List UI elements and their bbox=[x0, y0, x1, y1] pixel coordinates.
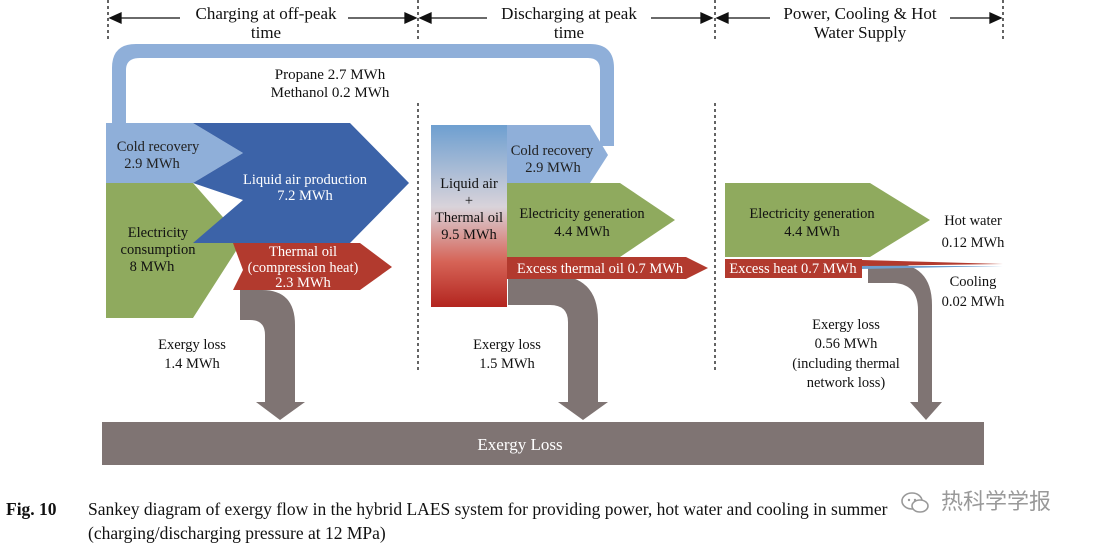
cold-recovery-discharging-value: 2.9 MWh bbox=[525, 160, 581, 176]
excess-thermal-oil-flow bbox=[507, 257, 708, 279]
hot-water-label: Hot water bbox=[944, 213, 1002, 229]
excess-heat-flow bbox=[725, 259, 862, 278]
section-title-charging-2: time bbox=[251, 23, 281, 42]
caption-text: Sankey diagram of exergy flow in the hyb… bbox=[88, 499, 888, 519]
exergy-loss-supply-label-3: (including thermal bbox=[792, 356, 900, 372]
propane-label: Propane 2.7 MWh bbox=[275, 67, 386, 83]
storage-label-2: Thermal oil bbox=[435, 210, 503, 226]
storage-label-1: Liquid air bbox=[440, 176, 498, 192]
loss-pipe-charging bbox=[240, 290, 305, 420]
watermark: 热科学学报 bbox=[900, 484, 1051, 516]
cold-recovery-discharging-label: Cold recovery bbox=[511, 143, 594, 159]
loss-pipe-discharging bbox=[508, 275, 608, 420]
electricity-consumption-value: 8 MWh bbox=[130, 259, 175, 275]
figure-caption: Fig. 10 Sankey diagram of exergy flow in… bbox=[6, 497, 1111, 545]
section-dividers bbox=[107, 0, 1004, 372]
watermark-text: 热科学学报 bbox=[941, 490, 1052, 515]
caption-text-line2: (charging/discharging pressure at 12 MPa… bbox=[88, 523, 386, 543]
methanol-label: Methanol 0.2 MWh bbox=[271, 85, 390, 101]
exergy-loss-charging-value: 1.4 MWh bbox=[164, 356, 220, 372]
exergy-loss-discharging-label: Exergy loss bbox=[473, 337, 541, 353]
section-title-discharging-2: time bbox=[554, 23, 584, 42]
electricity-generation-supply-label: Electricity generation bbox=[749, 206, 875, 222]
exergy-loss-bar bbox=[102, 422, 984, 465]
electricity-generation-flow-supply bbox=[725, 183, 930, 257]
electricity-generation-discharging-value: 4.4 MWh bbox=[554, 224, 610, 240]
cold-recovery-flow-charging bbox=[106, 123, 243, 183]
section-title-charging-1: Charging at off-peak bbox=[196, 4, 337, 23]
exergy-loss-charging-label: Exergy loss bbox=[158, 337, 226, 353]
cold-recovery-charging-value: 2.9 MWh bbox=[124, 156, 180, 172]
loss-pipe-supply bbox=[868, 263, 942, 420]
cooling-label: Cooling bbox=[950, 274, 997, 290]
exergy-loss-bar-label: Exergy Loss bbox=[477, 435, 562, 454]
excess-heat-label: Excess heat 0.7 MWh bbox=[729, 261, 857, 277]
exergy-loss-supply-label-1: Exergy loss bbox=[812, 317, 880, 333]
cooling-stream bbox=[862, 266, 1003, 269]
electricity-consumption-label-1: Electricity bbox=[128, 225, 189, 241]
electricity-consumption-flow bbox=[106, 183, 243, 318]
section-title-supply-1: Power, Cooling & Hot bbox=[783, 4, 937, 23]
exergy-loss-supply-label-2: 0.56 MWh bbox=[815, 336, 879, 352]
cold-recovery-flow-discharging bbox=[507, 125, 608, 183]
section-title-discharging-1: Discharging at peak bbox=[501, 4, 637, 23]
liquid-air-production-label: Liquid air production bbox=[243, 172, 368, 188]
excess-thermal-oil-label: Excess thermal oil 0.7 MWh bbox=[517, 261, 684, 277]
electricity-generation-discharging-label: Electricity generation bbox=[519, 206, 645, 222]
electricity-generation-supply-value: 4.4 MWh bbox=[784, 224, 840, 240]
thermal-oil-charging-label: Thermal oil bbox=[269, 244, 337, 260]
caption-label: Fig. 10 bbox=[6, 499, 57, 519]
sankey-diagram: Charging at off-peak time Discharging at… bbox=[102, 0, 1006, 465]
section-title-supply-2: Water Supply bbox=[814, 23, 907, 42]
liquid-air-production-value: 7.2 MWh bbox=[277, 188, 333, 204]
liquid-air-production-flow bbox=[193, 123, 409, 243]
thermal-oil-flow-charging bbox=[233, 243, 392, 290]
cooling-value: 0.02 MWh bbox=[942, 294, 1006, 310]
electricity-consumption-label-2: consumption bbox=[121, 242, 197, 258]
exergy-loss-discharging-value: 1.5 MWh bbox=[479, 356, 535, 372]
electricity-generation-flow-discharging bbox=[507, 183, 675, 257]
exergy-loss-supply-label-4: network loss) bbox=[807, 375, 886, 391]
storage-label-plus: + bbox=[465, 193, 473, 209]
section-arrows bbox=[108, 11, 1003, 25]
cold-recovery-charging-label: Cold recovery bbox=[117, 139, 200, 155]
wechat-icon bbox=[901, 492, 929, 513]
storage-value: 9.5 MWh bbox=[441, 227, 497, 243]
liquid-air-thermal-oil-storage bbox=[431, 125, 507, 307]
cold-loop-band bbox=[112, 44, 614, 146]
hot-water-stream bbox=[862, 260, 1003, 266]
thermal-oil-charging-value: 2.3 MWh bbox=[275, 275, 331, 291]
hot-water-value: 0.12 MWh bbox=[942, 235, 1006, 251]
thermal-oil-charging-sub: (compression heat) bbox=[248, 260, 359, 276]
